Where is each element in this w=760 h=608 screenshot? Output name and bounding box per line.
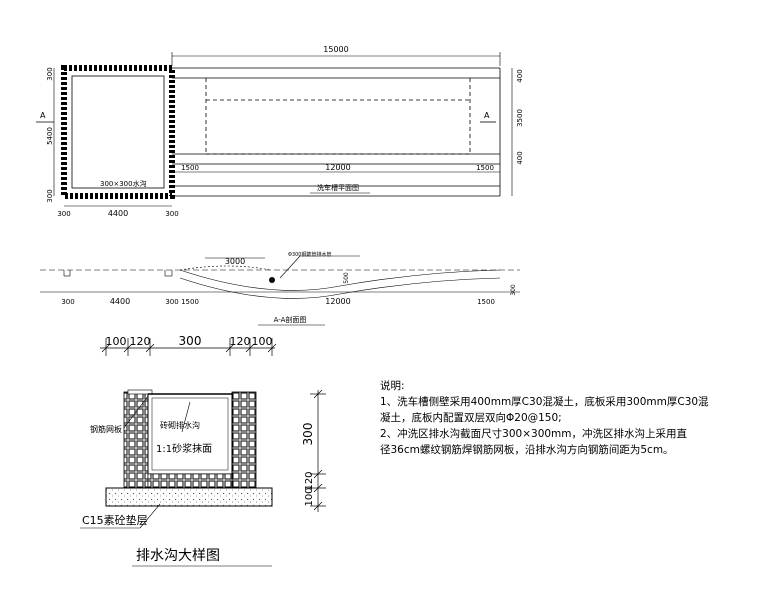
section-view: 3000 Φ300钢筋管排水管 500 300 300 4400 300 150… (40, 251, 520, 326)
detail-dim-300: 300 (179, 334, 202, 348)
sec-dim-5: 12000 (325, 297, 350, 306)
inner-label-1: 砖砌排水沟 (160, 420, 200, 430)
trench-label: 300×300水沟 (100, 179, 147, 188)
detail-dim-120-vert: 120 (304, 471, 315, 490)
notes-line-2: 凝土，底板内配置双层双向Φ20@150; (380, 412, 562, 424)
sec-dim-3: 300 (165, 298, 178, 306)
detail-dim-120-left: 120 (130, 335, 151, 348)
detail-dim-100-left: 100 (106, 335, 127, 348)
dim-300-bottom-right: 300 (165, 210, 178, 218)
dim-300-left-bottom: 300 (46, 189, 54, 202)
dim-1500-right: 1500 (476, 164, 494, 172)
dim-400-top: 400 (516, 69, 524, 82)
detail-dim-120-right: 120 (230, 335, 251, 348)
section-mark-a-right: A (484, 111, 490, 120)
detail-title: 排水沟大样图 (136, 548, 220, 564)
concrete-base (105, 487, 273, 507)
notes-line-3: 2、冲洗区排水沟截面尺寸300×300mm，冲洗区排水沟上采用直 (380, 428, 688, 440)
dim-3500: 3500 (516, 109, 524, 127)
left-brick-wall (123, 391, 149, 489)
notes-block: 说明: 1、洗车槽侧壁采用400mm厚C30混凝土，底板采用300mm厚C30混… (380, 378, 752, 458)
drain-detail: 100 120 300 120 100 钢筋网板 砖砌排水沟 1:1砂浆抹面 (80, 334, 326, 567)
wash-slot-outline (172, 67, 501, 197)
detail-dim-300-vert: 300 (301, 423, 315, 446)
inner-label-2: 1:1砂浆抹面 (156, 442, 212, 455)
dim-12000: 12000 (325, 163, 350, 172)
pipe-circle (269, 277, 275, 283)
dim-300-left-top: 300 (46, 67, 54, 80)
section-mark-a-left: A (40, 111, 46, 120)
sec-dim-1: 300 (61, 298, 74, 306)
section-title: A-A剖面图 (274, 315, 307, 324)
notes-line-1: 1、洗车槽侧壁采用400mm厚C30混凝土，底板采用300mm厚C30混 (380, 396, 709, 408)
dim-1500-left: 1500 (181, 164, 199, 172)
dim-300-bottom-left: 300 (57, 210, 70, 218)
dim-15000: 15000 (323, 45, 348, 54)
notes-line-4: 径36cm螺纹钢筋焊钢筋网板，沿排水沟方向钢筋间距为5cm。 (380, 444, 674, 456)
dim-500: 500 (343, 272, 350, 284)
sec-dim-2: 4400 (110, 297, 130, 306)
dim-3000: 3000 (225, 257, 245, 266)
pipe-note: Φ300钢筋管排水管 (288, 251, 331, 258)
sec-dim-4: 1500 (181, 298, 199, 306)
trench-box (61, 65, 175, 199)
notes-heading: 说明: (380, 380, 405, 392)
dim-4400: 4400 (108, 209, 128, 218)
dim-300-right: 300 (510, 284, 517, 296)
detail-dim-100-right: 100 (252, 335, 273, 348)
dim-5400: 5400 (46, 127, 54, 145)
channel (147, 393, 233, 475)
base-label: C15素砼垫层 (82, 513, 148, 527)
plan-view: 15000 400 3500 400 300 5400 300 A A 300×… (36, 45, 524, 218)
detail-dim-100-vert: 100 (304, 487, 315, 506)
sec-dim-6: 1500 (477, 298, 495, 306)
plan-title: 洗车槽平面图 (317, 183, 359, 192)
grate-label: 钢筋网板 (90, 424, 122, 434)
right-brick-wall (231, 391, 257, 489)
dim-400-bottom: 400 (516, 151, 524, 164)
